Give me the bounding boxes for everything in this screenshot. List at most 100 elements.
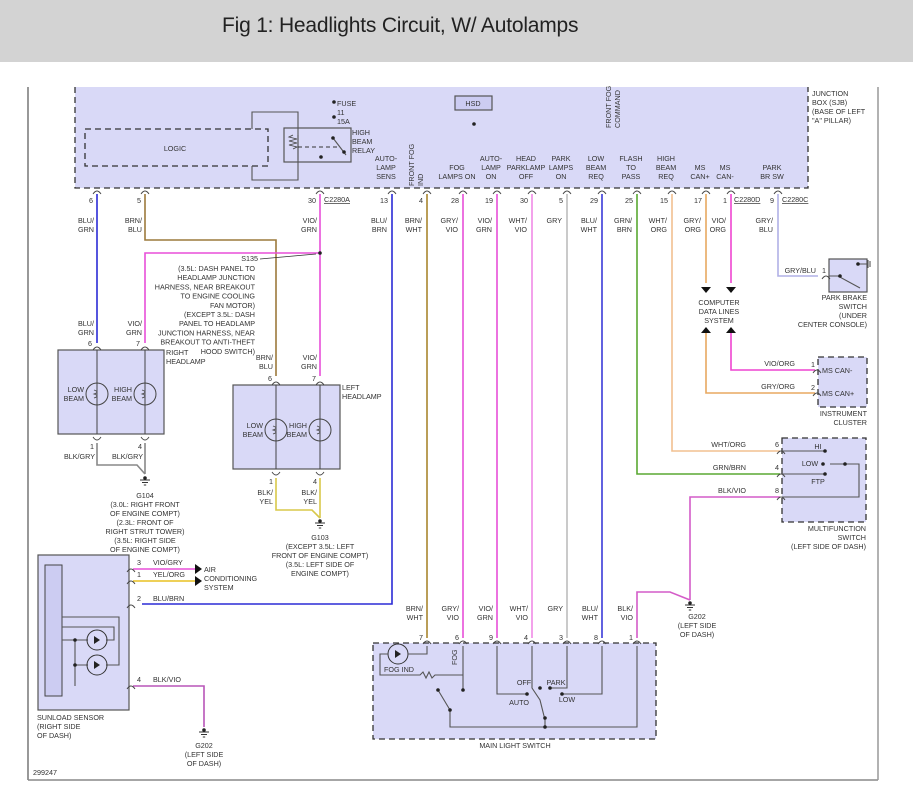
pin-number: 4 (137, 675, 141, 684)
junction-box-label: (BASE OF LEFT (812, 107, 866, 116)
photodiode-icon (86, 629, 108, 651)
junction-dot (823, 472, 827, 476)
high-beam-relay (283, 127, 352, 163)
wire-blk-gry (96, 443, 146, 475)
junction-dot (461, 688, 465, 692)
junction-dot (856, 262, 860, 266)
jb-pin-function: MS (720, 163, 731, 172)
headlamp-wire-label: BLU/ (78, 319, 94, 328)
wire-blk-yel (275, 478, 321, 519)
pin-number: 8 (775, 486, 779, 495)
pin-number: 9 (489, 633, 493, 642)
pin-connector (126, 568, 136, 573)
jb-wire-color-label: BRN/ (125, 216, 142, 225)
jb-wire-color-label: GRN/ (614, 216, 632, 225)
fuse-label: 15A (337, 117, 350, 126)
headlamp-pin-number: 6 (88, 339, 92, 348)
headlamp-pin-number: 4 (138, 442, 142, 451)
wire-label: WHT (407, 613, 424, 622)
headlamp-pin-number: 6 (268, 374, 272, 383)
wire-wht-org (671, 194, 780, 452)
main-light-switch (373, 643, 656, 739)
pin-connector (126, 604, 136, 609)
headlamp-pin (271, 381, 281, 386)
headlamp-wire-label: VIO/ (303, 353, 317, 362)
jb-wire-color-label: ORG (710, 225, 727, 234)
jb-pin-connector (492, 190, 502, 195)
jb-pin-connector (562, 190, 572, 195)
splice-notes: HARNESS, NEAR BREAKOUT (155, 282, 256, 291)
junction-dot (821, 462, 825, 466)
jb-pin-function: LAMPS ON (438, 172, 475, 181)
jb-wire-color-label: VIO (446, 225, 459, 234)
jb-pin-number: 4 (419, 196, 423, 205)
instrument-cluster-label: CLUSTER (833, 418, 867, 427)
wire-label: VIO/ (479, 604, 493, 613)
wire-label: BLK/VIO (153, 675, 181, 684)
sunload-sensor-label: OF DASH) (37, 731, 71, 740)
fuse-label: 11 (337, 108, 344, 117)
junction-box-label: BOX (SJB) (812, 98, 847, 107)
pin-connector (821, 275, 831, 280)
wire-label: YEL (259, 497, 273, 506)
jb-pin-connector (458, 190, 468, 195)
junction-dot (543, 716, 547, 720)
right-headlamp-label: RIGHT (166, 348, 189, 357)
ground-g103-label: FRONT OF ENGINE COMPT) (272, 551, 369, 560)
jb-pin-function: PASS (622, 172, 641, 181)
jb-wire-color-label: GRY/ (441, 216, 458, 225)
relay-label: HIGH (352, 128, 370, 137)
jb-pin-function: REQ (658, 172, 674, 181)
ground-g103-label: (EXCEPT 3.5L: LEFT (286, 542, 355, 551)
arrow-head (195, 576, 202, 586)
wire-label: YEL/ORG (153, 570, 185, 579)
wire-label: GRY/BLU (785, 266, 816, 275)
junction-dot (838, 274, 842, 278)
title-bar: Fig 1: Headlights Circuit, W/ Autolamps (0, 0, 913, 62)
ground-g202-label: OF DASH) (680, 630, 714, 639)
jb-wire-color-label: BRN (372, 225, 387, 234)
logic-label: LOGIC (164, 144, 186, 153)
jb-wire-color-label: GRN (476, 225, 492, 234)
junction-dot (332, 100, 336, 104)
connector-c2280c: C2280C (782, 195, 808, 204)
ground-g104-label: (3.5L: RIGHT SIDE (114, 536, 176, 545)
pin-connector (126, 580, 136, 585)
ground-dot (688, 601, 692, 605)
junction-dot (525, 692, 529, 696)
relay-coil (287, 134, 299, 150)
mls-fog-circuit (379, 646, 464, 690)
ground-g202-bottom-label: (LEFT SIDE (185, 750, 224, 759)
arrow-head (726, 287, 736, 293)
bulb-label: LOW (68, 385, 85, 394)
cluster-pin-function: MS CAN- (822, 366, 853, 375)
headlamp-pin (315, 381, 325, 386)
fuse-label: FUSE (337, 99, 356, 108)
pin-connector (776, 473, 786, 478)
jb-pin-function: LAMPS (549, 163, 574, 172)
ground-g202-label: G202 (688, 612, 706, 621)
splice-notes: JUNCTION HARNESS, NEAR (158, 328, 255, 337)
bulb-label: BEAM (64, 394, 84, 403)
diode-symbol (94, 636, 100, 669)
ground-g202-bottom-label: OF DASH) (187, 759, 221, 768)
mls-position-auto: AUTO (509, 698, 529, 707)
junction-dot (543, 725, 547, 729)
jb-pin-function: LAMP (481, 163, 501, 172)
sunload-element (44, 564, 63, 697)
jb-pin-number: 30 (520, 196, 528, 205)
jb-pin-connector (140, 190, 150, 195)
logic-block (84, 128, 269, 167)
wire-gry-blu (777, 194, 818, 277)
headlamp-pin (315, 471, 325, 476)
jb-pin-number: 28 (451, 196, 459, 205)
jb-pin-number: 13 (380, 196, 388, 205)
wire-label: BLK/ (257, 488, 273, 497)
jb-wire-color-label: GRY/ (684, 216, 701, 225)
connector-c2280d: C2280D (734, 195, 760, 204)
jb-pin-function: PARK (551, 154, 570, 163)
ground-g103-label: G103 (311, 533, 329, 542)
sunload-sensor-label: SUNLOAD SENSOR (37, 713, 104, 722)
ground-g104-label: G104 (136, 491, 154, 500)
main-light-switch-label: MAIN LIGHT SWITCH (479, 741, 550, 750)
